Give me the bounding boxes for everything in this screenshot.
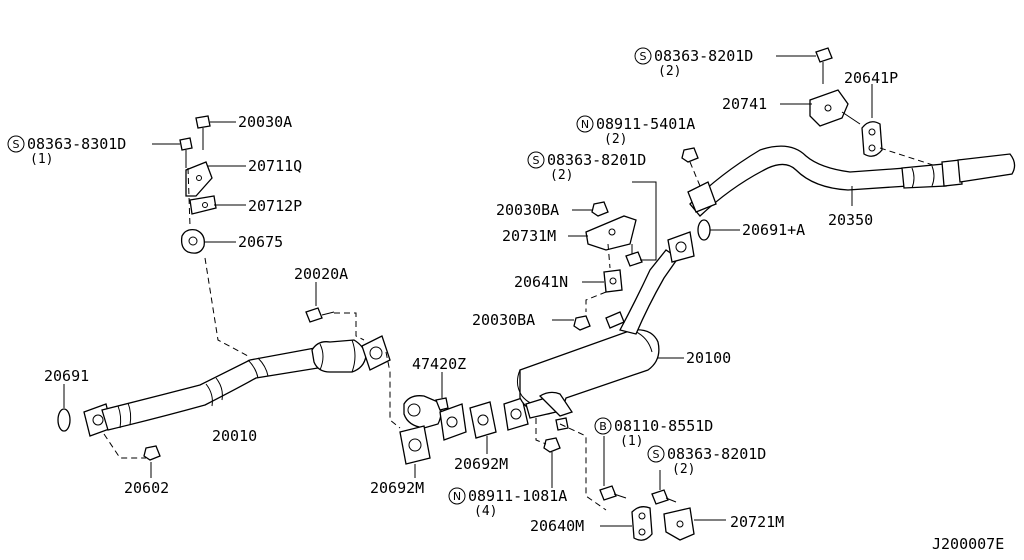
front-exhaust-pipe-20010 xyxy=(83,335,391,437)
label-08110-8551D: 08110-8551D xyxy=(614,417,713,435)
rubber-mount-20641N xyxy=(603,269,623,293)
svg-text:S: S xyxy=(13,138,20,151)
label-20741: 20741 xyxy=(722,95,767,113)
svg-text:N: N xyxy=(581,118,589,131)
diagram-code: J200007E xyxy=(932,535,1004,553)
gasket-20692M-lower xyxy=(399,425,431,465)
label-08363-8201D-low: 08363-8201D xyxy=(667,445,766,463)
label-20641N: 20641N xyxy=(514,273,568,291)
qty-08363-8201D-mid: (2) xyxy=(550,168,573,183)
label-20020A: 20020A xyxy=(294,265,348,283)
qty-08911-1081A: (4) xyxy=(474,504,497,519)
svg-text:B: B xyxy=(599,420,607,433)
prefix-N-08911-1081A: N xyxy=(448,487,466,505)
label-20602: 20602 xyxy=(124,479,169,497)
nut-20030BA-upper xyxy=(591,201,609,217)
label-20692M-middle: 20692M xyxy=(454,455,508,473)
prefix-B-08110-8551D: B xyxy=(594,417,612,435)
prefix-S-08363-8201D-top: S xyxy=(634,47,652,65)
rubber-mount-20641P xyxy=(861,121,883,157)
label-08363-8201D-mid: 08363-8201D xyxy=(547,151,646,169)
gasket-20691-A xyxy=(697,219,711,241)
tail-pipe-20350 xyxy=(667,145,1016,263)
gasket-20692M-middle xyxy=(469,401,497,439)
nut-08911-5401A xyxy=(681,147,699,163)
label-20711Q: 20711Q xyxy=(248,157,302,175)
label-20010: 20010 xyxy=(212,427,257,445)
qty-08363-8301D: (1) xyxy=(30,152,53,167)
label-20692M-lower: 20692M xyxy=(370,479,424,497)
bolt-08363-8201D-top xyxy=(815,47,833,84)
label-20350: 20350 xyxy=(828,211,873,229)
joint-assembly-47420Z xyxy=(403,395,467,441)
svg-text:S: S xyxy=(533,154,540,167)
label-20712P: 20712P xyxy=(248,197,302,215)
bolt-20020A xyxy=(305,307,335,323)
bolt-08363-8201D-low xyxy=(651,489,677,505)
svg-text:S: S xyxy=(640,50,647,63)
qty-08110-8551D: (1) xyxy=(620,434,643,449)
svg-text:N: N xyxy=(453,490,461,503)
label-20100: 20100 xyxy=(686,349,731,367)
label-08911-1081A: 08911-1081A xyxy=(468,487,567,505)
nut-20030BA-lower xyxy=(573,315,591,331)
label-20675: 20675 xyxy=(238,233,283,251)
rubber-mount-20640M xyxy=(631,506,653,541)
label-08363-8201D-top: 08363-8201D xyxy=(654,47,753,65)
gasket-20692M-right xyxy=(503,397,529,431)
bracket-20721M xyxy=(663,507,695,541)
label-20030BA-upper: 20030BA xyxy=(496,201,559,219)
label-20030A: 20030A xyxy=(238,113,292,131)
hanger-bracket-group xyxy=(179,115,217,254)
label-08911-5401A: 08911-5401A xyxy=(596,115,695,133)
bracket-20741 xyxy=(809,89,861,127)
label-20691: 20691 xyxy=(44,367,89,385)
label-20640M: 20640M xyxy=(530,517,584,535)
qty-08911-5401A: (2) xyxy=(604,132,627,147)
bolt-20602 xyxy=(143,445,161,461)
label-20721M: 20721M xyxy=(730,513,784,531)
svg-text:S: S xyxy=(653,448,660,461)
label-47420Z: 47420Z xyxy=(412,355,466,373)
bolt-08110-8551D xyxy=(599,485,627,501)
gasket-20691 xyxy=(57,408,71,432)
label-20691-A: 20691+A xyxy=(742,221,805,239)
prefix-S-08363-8201D-mid: S xyxy=(527,151,545,169)
qty-08363-8201D-low: (2) xyxy=(672,462,695,477)
qty-08363-8201D-top: (2) xyxy=(658,64,681,79)
bracket-20731M xyxy=(585,215,637,251)
muffler-20100 xyxy=(516,249,679,431)
nut-08911-1081A xyxy=(543,437,561,453)
prefix-S-08363-8301D: S xyxy=(7,135,25,153)
label-20030BA-lower: 20030BA xyxy=(472,311,535,329)
bolt-08363-8201D-mid xyxy=(625,244,643,267)
label-20731M: 20731M xyxy=(502,227,556,245)
prefix-N-08911-5401A: N xyxy=(576,115,594,133)
label-20641P: 20641P xyxy=(844,69,898,87)
prefix-S-08363-8201D-low: S xyxy=(647,445,665,463)
label-08363-8301D: 08363-8301D xyxy=(27,135,126,153)
